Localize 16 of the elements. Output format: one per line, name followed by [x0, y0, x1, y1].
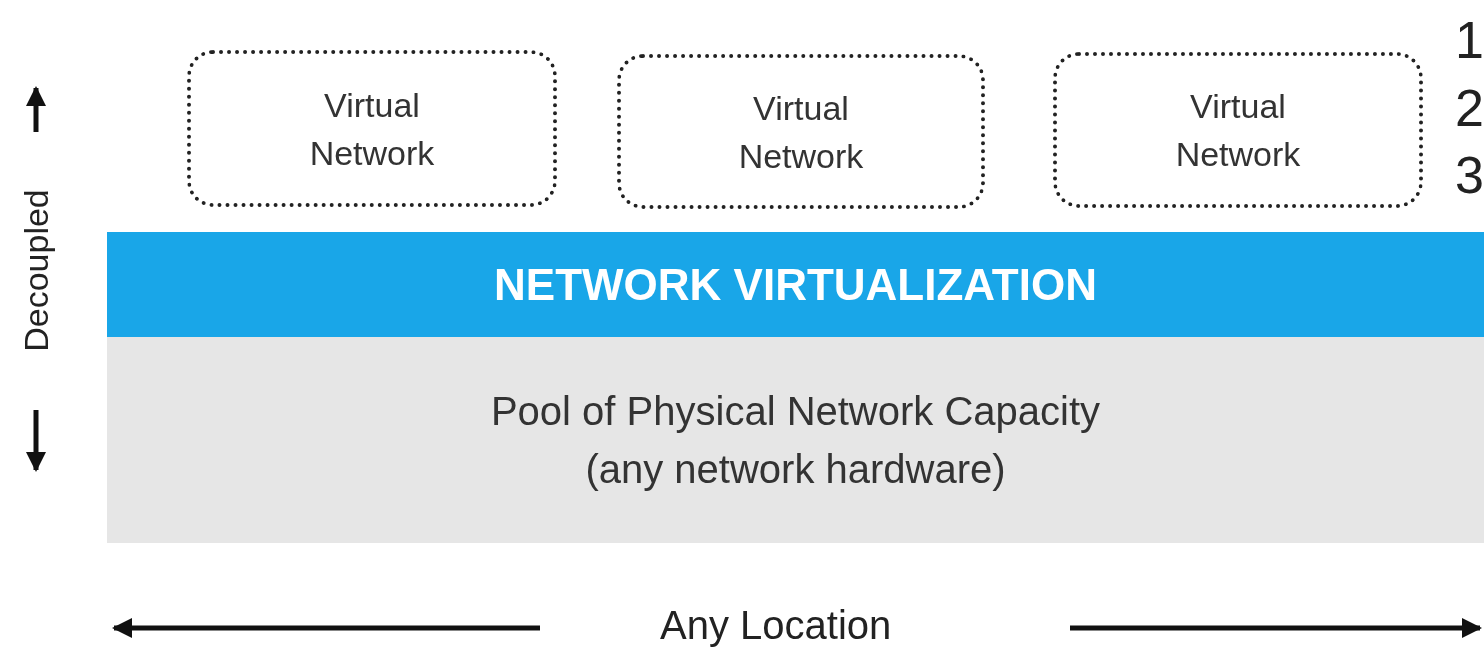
- dashed-box: [617, 54, 985, 209]
- callout-number: 3: [1455, 145, 1484, 205]
- node-text: Pool of Physical Network Capacity: [490, 388, 1101, 435]
- dashed-box: [1053, 52, 1423, 208]
- node-text: (any network hardware): [585, 446, 1006, 493]
- dashed-box: [187, 50, 557, 207]
- node-text: Virtual Network: [308, 84, 436, 174]
- layer-band: [107, 337, 1484, 543]
- callout-number: 2: [1455, 78, 1484, 138]
- axis-label: Any Location: [660, 603, 892, 648]
- layer-band: [107, 232, 1484, 337]
- band-title: NETWORK VIRTUALIZATION: [494, 259, 1097, 310]
- callout-number: 1: [1455, 10, 1484, 70]
- axis-label: Decoupled: [16, 188, 56, 352]
- node-text: Virtual Network: [1174, 86, 1302, 175]
- node-text: Virtual Network: [737, 87, 865, 177]
